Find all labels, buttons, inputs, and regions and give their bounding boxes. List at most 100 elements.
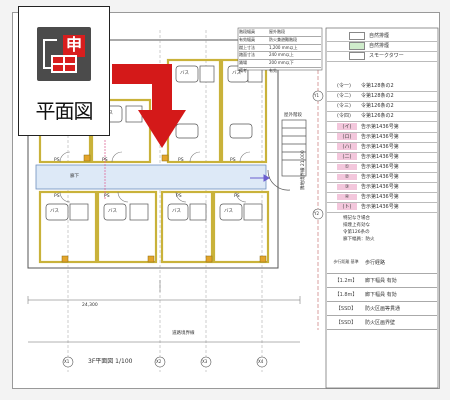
spec-key: 備考 xyxy=(239,67,247,73)
horizontal-dim-label: 24,300 xyxy=(82,303,98,308)
vertical-dim-label: 隣地境界線 21,000 xyxy=(301,150,306,190)
legend-notes: 特記なき場合 排煙上有効な 令第126条の 廊下幅員：防火 xyxy=(343,215,435,243)
legend-label: スモークタワー xyxy=(369,53,404,60)
spec-key: 有効幅員 xyxy=(239,36,255,42)
bath-label-4: バス xyxy=(232,71,241,76)
legend-row: 自然排煙 xyxy=(327,41,437,52)
legend-key: 【SSD】 xyxy=(335,319,357,326)
red-pointer-arrow xyxy=(112,64,186,148)
bath-label-8: バス xyxy=(224,209,233,214)
legend-label: 防火区画等貫通 xyxy=(365,305,401,312)
legend-row: (令一) 令第128条の2 xyxy=(327,81,437,92)
spec-key: 踊場 xyxy=(239,60,247,66)
legend-key: (イ) xyxy=(337,123,357,131)
legend-label: 告示第1436号第 xyxy=(361,154,399,161)
spec-row: 蹴上寸法 1,200 mm以上 xyxy=(239,45,321,53)
spec-table-frame xyxy=(237,27,323,71)
room-label-bottom-3: PS xyxy=(176,194,182,199)
legend-row: (ト) 告示第1436号第 xyxy=(327,202,437,213)
legend-label: 防火区画界壁 xyxy=(365,319,396,326)
legend-key: (令四) xyxy=(337,113,351,120)
legend-label: 自然排煙 xyxy=(369,43,390,50)
legend-label: 令第128条の2 xyxy=(361,93,394,100)
legend-key: (ト) xyxy=(337,203,357,211)
legend-row: ① 告示第1436号第 xyxy=(327,162,437,173)
legend-row: (ハ) 告示第1436号第 xyxy=(327,142,437,153)
spec-row: 備考有効 xyxy=(239,68,321,75)
spec-value: 1,200 mm以上 xyxy=(269,44,298,50)
legend-label: 令第128条の2 xyxy=(361,83,394,90)
legend-row: ④ 告示第1436号第 xyxy=(327,192,437,203)
bath-label-6: バス xyxy=(108,209,117,214)
dimension-lines xyxy=(27,280,301,343)
room-label-bottom-1: PS xyxy=(54,194,60,199)
legend-row: (令二) 令第128条の2 xyxy=(327,91,437,102)
corridor xyxy=(35,164,267,190)
legend-label: 告示第1436号第 xyxy=(361,124,399,131)
legend-label: 告示第1436号第 xyxy=(361,164,399,171)
legend-note-line: 特記なき場合 xyxy=(343,216,370,221)
floor-plan-label: 平面図 xyxy=(35,99,94,123)
spec-key: 蹴上寸法 xyxy=(239,44,255,50)
axis-label-1: X1 xyxy=(64,359,70,364)
spec-table: 階段幅員 屋外階段 有効幅員 防火兼避難階段 蹴上寸法 1,200 mm以上 踏面寸法… xyxy=(239,29,321,75)
room-walls-bottom xyxy=(38,190,270,264)
legend-key: ④ xyxy=(337,193,357,200)
spec-key: 階段幅員 xyxy=(239,29,255,34)
legend-key: (ハ) xyxy=(337,143,357,151)
exterior-stair xyxy=(267,119,307,191)
legend-label: 告示第1436号第 xyxy=(361,144,399,151)
legend-key: (令一) xyxy=(337,83,351,90)
legend-row: (イ) 告示第1436号第 xyxy=(327,122,437,133)
legend-label: 歩行経路 xyxy=(365,259,386,266)
legend-label: 告示第1436号第 xyxy=(361,194,399,201)
legend-bottom-row: 【1.8m】廊下幅員 有効 xyxy=(327,287,437,302)
legend-label: 廊下幅員 有効 xyxy=(365,277,397,284)
icon-bracket xyxy=(43,39,57,69)
plan-title: 3F平面図 1/100 xyxy=(88,358,133,365)
axis-label-4: X4 xyxy=(258,359,264,364)
floor-plan-tool-button[interactable]: 申 平面図 xyxy=(18,6,110,136)
legend-note-line: 令第126条の xyxy=(343,230,370,235)
side-axis-label-1: Y1 xyxy=(314,93,319,98)
legend-label: 自然排煙 xyxy=(369,33,390,40)
side-axis-label-2: Y2 xyxy=(314,211,319,216)
spec-value: 防火兼避難階段 xyxy=(269,36,297,42)
shaft-markers xyxy=(61,154,267,263)
legend-bottom-row: 【1.2m】廊下幅員 有効 xyxy=(327,273,437,288)
legend-chip xyxy=(349,31,365,40)
room-label-bottom-4: PS xyxy=(234,194,240,199)
icon-grid xyxy=(51,55,77,73)
legend-note-line: 排煙上有効な xyxy=(343,223,370,228)
legend-bottom-row: 【SSD】 防火区画界壁 xyxy=(327,315,437,330)
bath-label-7: バス xyxy=(172,209,181,214)
corridor-arrow xyxy=(250,174,270,182)
spec-row: 階段幅員 屋外階段 xyxy=(239,29,321,37)
legend-bottom-row: 歩行距離 基準 歩行経路 xyxy=(327,251,437,274)
spec-value: 屋外階段 xyxy=(269,29,285,34)
legend-key: ① xyxy=(337,163,357,170)
legend-row: (令四)令第126条の2 xyxy=(327,111,437,122)
floor-plan-icon: 申 xyxy=(37,27,91,81)
legend-chip xyxy=(349,51,365,60)
room-label-top-4: PS xyxy=(230,158,236,163)
axis-label-3: X3 xyxy=(202,359,208,364)
legend-key: 歩行距離 基準 xyxy=(333,259,359,264)
legend-key: 【1.8m】 xyxy=(334,291,358,298)
door-swings xyxy=(59,151,251,203)
legend-row: (二) 告示第1436号第 xyxy=(327,152,437,163)
legend-key: (令二) xyxy=(337,93,351,100)
room-label-top-1: PS xyxy=(54,158,60,163)
legend-key: (二) xyxy=(337,153,357,161)
bath-label-5: バス xyxy=(50,209,59,214)
legend-key: ② xyxy=(337,173,357,180)
legend-row: (令三)令第126条の2 xyxy=(327,101,437,112)
legend-row: スモークタワー xyxy=(327,51,437,62)
legend-label: 廊下幅員 有効 xyxy=(365,291,397,298)
room-label-top-3: PS xyxy=(178,158,184,163)
legend-label: 告示第1436号第 xyxy=(361,204,399,211)
